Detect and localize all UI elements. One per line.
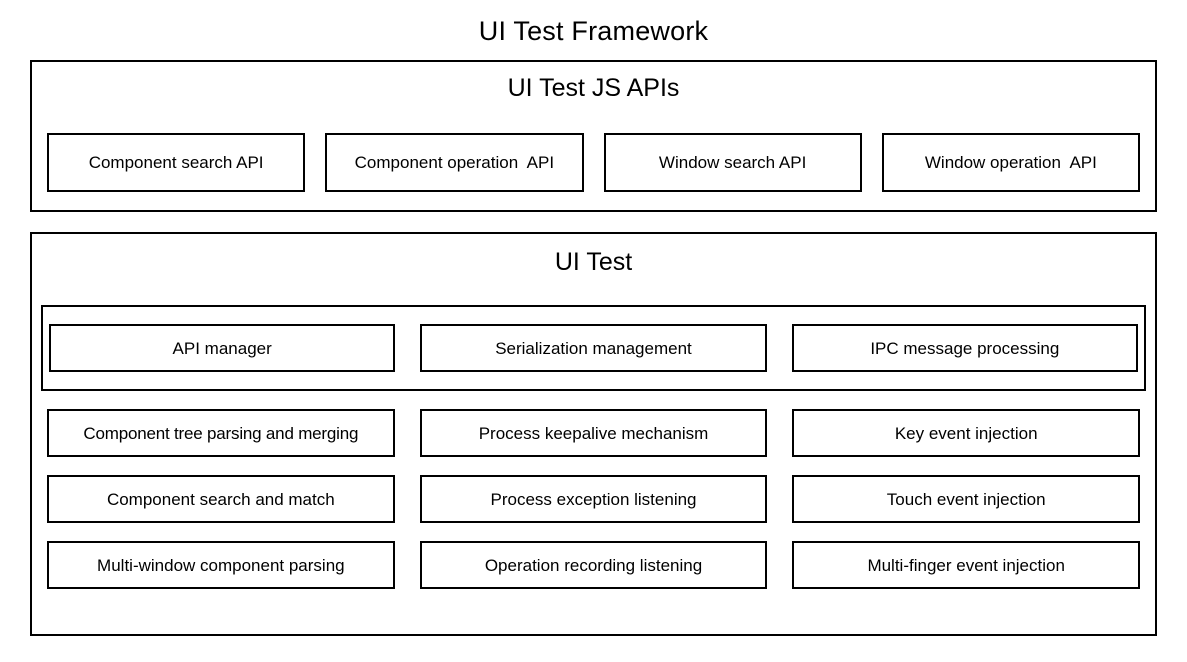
cell-multi-finger-event-injection[interactable]: Multi-finger event injection	[792, 541, 1141, 589]
feature-row: Component tree parsing and merging Proce…	[47, 409, 1141, 457]
feature-row: Component search and match Process excep…	[47, 475, 1141, 523]
cell-component-search-and-match[interactable]: Component search and match	[47, 475, 395, 523]
cell-label: Multi-window component parsing	[97, 555, 345, 575]
ui-test-body: API manager Serialization management IPC…	[41, 305, 1146, 589]
diagram-title: UI Test Framework	[478, 16, 709, 46]
cell-operation-recording-listening[interactable]: Operation recording listening	[419, 541, 768, 589]
cell-label: Process keepalive mechanism	[478, 423, 709, 443]
layer-title-ui-test: UI Test	[554, 248, 633, 276]
cell-label: Serialization management	[495, 338, 692, 358]
api-box-component-search[interactable]: Component search API	[47, 133, 306, 192]
cell-label: API manager	[172, 338, 272, 358]
cell-touch-event-injection[interactable]: Touch event injection	[792, 475, 1141, 523]
api-box-label: Window operation API	[924, 153, 1097, 172]
cell-ipc-message-processing[interactable]: IPC message processing	[791, 324, 1138, 372]
cell-label: Component search and match	[106, 489, 335, 509]
cell-component-tree-parsing-and-merging[interactable]: Component tree parsing and merging	[47, 409, 395, 457]
layer-ui-test: UI Test API manager Serialization manage…	[30, 232, 1157, 636]
api-box-label: Window search API	[658, 153, 807, 172]
cell-multi-window-component-parsing[interactable]: Multi-window component parsing	[47, 541, 395, 589]
cell-label: Multi-finger event injection	[867, 555, 1065, 575]
cell-key-event-injection[interactable]: Key event injection	[792, 409, 1141, 457]
core-services-group: API manager Serialization management IPC…	[41, 305, 1146, 391]
cell-process-keepalive-mechanism[interactable]: Process keepalive mechanism	[419, 409, 768, 457]
api-box-window-operation[interactable]: Window operation API	[881, 133, 1140, 192]
cell-label: Component tree parsing and merging	[83, 423, 359, 443]
api-box-label: Component search API	[88, 153, 264, 172]
cell-label: Operation recording listening	[484, 555, 703, 575]
cell-label: IPC message processing	[870, 338, 1060, 358]
cell-label: Key event injection	[894, 423, 1038, 443]
cell-process-exception-listening[interactable]: Process exception listening	[419, 475, 768, 523]
cell-api-manager[interactable]: API manager	[49, 324, 396, 372]
api-box-component-operation[interactable]: Component operation API	[325, 133, 584, 192]
layer-title-ui-test-js-apis: UI Test JS APIs	[507, 74, 680, 102]
cell-serialization-management[interactable]: Serialization management	[420, 324, 767, 372]
layer-ui-test-js-apis: UI Test JS APIs Component search API Com…	[30, 60, 1157, 212]
feature-rows: Component tree parsing and merging Proce…	[41, 409, 1146, 589]
cell-label: Touch event injection	[886, 489, 1046, 509]
core-services-row: API manager Serialization management IPC…	[49, 324, 1138, 372]
api-box-window-search[interactable]: Window search API	[603, 133, 862, 192]
api-box-label: Component operation API	[354, 153, 555, 172]
api-box-row: Component search API Component operation…	[47, 133, 1140, 192]
feature-row: Multi-window component parsing Operation…	[47, 541, 1141, 589]
cell-label: Process exception listening	[490, 489, 697, 509]
